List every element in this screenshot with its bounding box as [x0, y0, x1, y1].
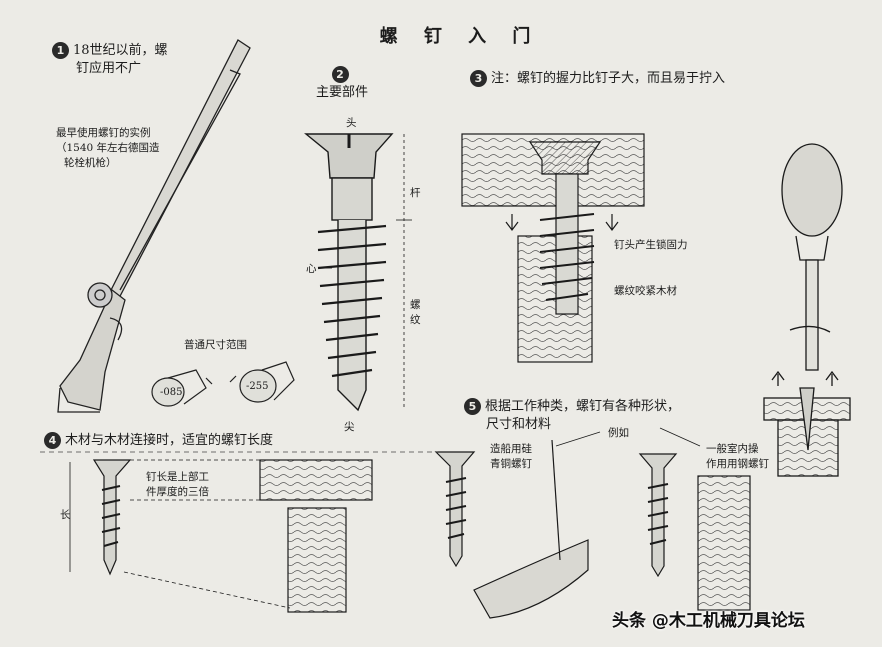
label-core: 心 — [306, 263, 317, 275]
section1-heading-line1: 18世纪以前，螺 — [73, 43, 168, 58]
note-line1: 钉长是上部工 — [146, 471, 209, 483]
section3-text: 注：螺钉的握力比钉子大，而且易于拧入 — [491, 71, 726, 86]
label-thread: 螺纹 — [410, 299, 421, 326]
wheellock-gun-drawing — [57, 39, 251, 413]
screw-parts-diagram — [304, 133, 412, 412]
section2-heading: 2 主要部件 — [312, 66, 372, 102]
section4-text: 木材与木材连接时，适宜的螺钉长度 — [65, 433, 274, 448]
section5-line2: 尺寸和材料 — [486, 417, 552, 432]
screw-grip-diagram — [461, 133, 645, 363]
label-shank: 杆 — [410, 187, 421, 199]
section5-heading: 5 根据工作种类，螺钉有各种形状， 尺寸和材料 — [464, 398, 680, 434]
indoor-line2: 作用用钢螺钉 — [706, 458, 769, 470]
section1-caption: 最早使用螺钉的实例 （1540 年左右德国造 轮栓机枪） — [56, 126, 160, 171]
size-range-label: 普通尺寸范围 — [184, 339, 247, 351]
section2-number: 2 — [331, 66, 349, 83]
section1-number: 1 — [52, 42, 69, 59]
example-label: 例如 — [608, 427, 629, 439]
size-large-label: -255 — [246, 381, 269, 392]
size-range-drawing — [151, 361, 295, 407]
section4-heading: 4 木材与木材连接时，适宜的螺钉长度 — [44, 432, 273, 450]
label-tip: 尖 — [344, 421, 355, 433]
page-title: 螺 钉 入 门 — [379, 26, 541, 47]
screwdriver-drawing — [763, 143, 851, 477]
wood-joint-diagram — [69, 459, 373, 613]
size-small-label: -085 — [160, 387, 183, 398]
indoor-line1: 一般室内操 — [706, 443, 759, 455]
note-head-lock: 钉头产生锁固力 — [614, 239, 688, 251]
caption-line3: 轮栓机枪） — [64, 157, 117, 169]
section1-heading: 1 18世纪以前，螺 钉应用不广 — [52, 42, 168, 78]
label-length: 长 — [60, 509, 71, 521]
section5-line1: 根据工作种类，螺钉有各种形状， — [485, 399, 681, 414]
boat-line1: 造船用硅 — [490, 443, 532, 455]
watermark-text: 头条 @木工机械刀具论坛 — [612, 611, 805, 631]
section5-number: 5 — [464, 398, 481, 415]
note-thread-grip: 螺纹咬紧木材 — [614, 285, 677, 297]
indoor-screw-label: 一般室内操 作用用钢螺钉 — [706, 442, 769, 472]
section4-number: 4 — [44, 432, 61, 449]
caption-line1: 最早使用螺钉的实例 — [56, 127, 151, 139]
screw-types-drawing — [434, 427, 751, 619]
label-head: 头 — [346, 117, 357, 129]
section1-heading-line2: 钉应用不广 — [76, 61, 142, 76]
boat-line2: 青铜螺钉 — [490, 458, 532, 470]
section3-number: 3 — [470, 70, 487, 87]
caption-line2: （1540 年左右德国造 — [56, 142, 160, 154]
section4-note: 钉长是上部工 件厚度的三倍 — [146, 470, 209, 500]
section3-heading: 3 注：螺钉的握力比钉子大，而且易于拧入 — [470, 70, 725, 88]
note-line2: 件厚度的三倍 — [146, 486, 209, 498]
section2-title: 主要部件 — [315, 85, 368, 100]
boat-screw-label: 造船用硅 青铜螺钉 — [490, 442, 532, 472]
